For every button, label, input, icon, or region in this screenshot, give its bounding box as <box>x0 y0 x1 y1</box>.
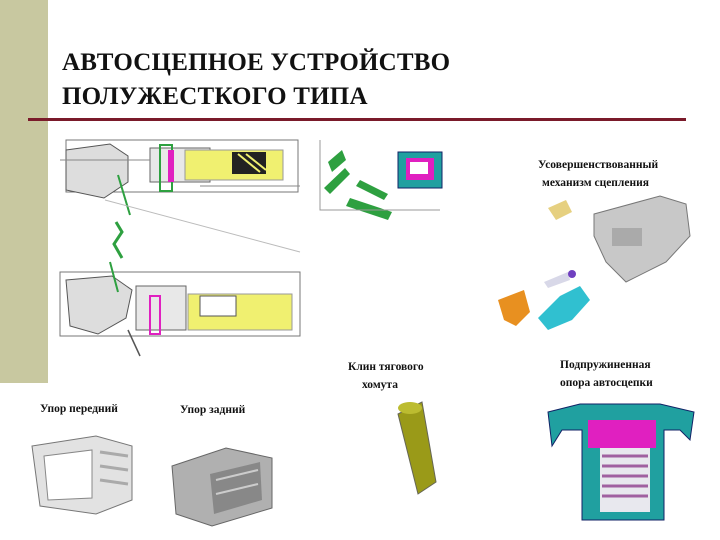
title-divider <box>28 118 686 121</box>
rear-stop-part <box>171 447 273 527</box>
caption-spring-line-2: опора автосцепки <box>560 377 653 389</box>
caption-front-stop: Упор передний <box>40 403 118 415</box>
caption-spring-line-1: Подпружиненная <box>560 359 651 371</box>
caption-mechanism: Усовершенствованный механизм сцепления <box>538 156 658 192</box>
title-line-2: ПОЛУЖЕСТКОГО ТИПА <box>62 83 368 110</box>
caption-spring-support: Подпружиненная опора автосцепки <box>560 356 653 392</box>
side-accent-bar <box>0 0 48 383</box>
wedge-part <box>397 401 437 495</box>
front-stop-part <box>31 435 133 515</box>
mechanism-parts <box>498 195 691 330</box>
caption-wedge-line-2: хомута <box>362 379 398 391</box>
slide-title: АВТОСЦЕПНОЕ УСТРОЙСТВО ПОЛУЖЕСТКОГО ТИПА <box>62 46 450 114</box>
mechanism-sketch <box>319 140 443 220</box>
caption-mechanism-line-1: Усовершенствованный <box>538 159 659 171</box>
caption-wedge-line-1: Клин тягового <box>348 361 424 373</box>
caption-rear-stop: Упор задний <box>180 404 246 416</box>
coupler-link-arm <box>104 199 301 259</box>
caption-mechanism-line-2: механизм сцепления <box>542 177 649 189</box>
spring-support-part <box>547 403 695 521</box>
caption-wedge: Клин тягового хомута <box>348 358 424 394</box>
coupler-drawing-top <box>60 139 300 216</box>
title-line-1: АВТОСЦЕПНОЕ УСТРОЙСТВО <box>62 49 451 76</box>
coupler-drawing-bottom <box>59 261 301 357</box>
